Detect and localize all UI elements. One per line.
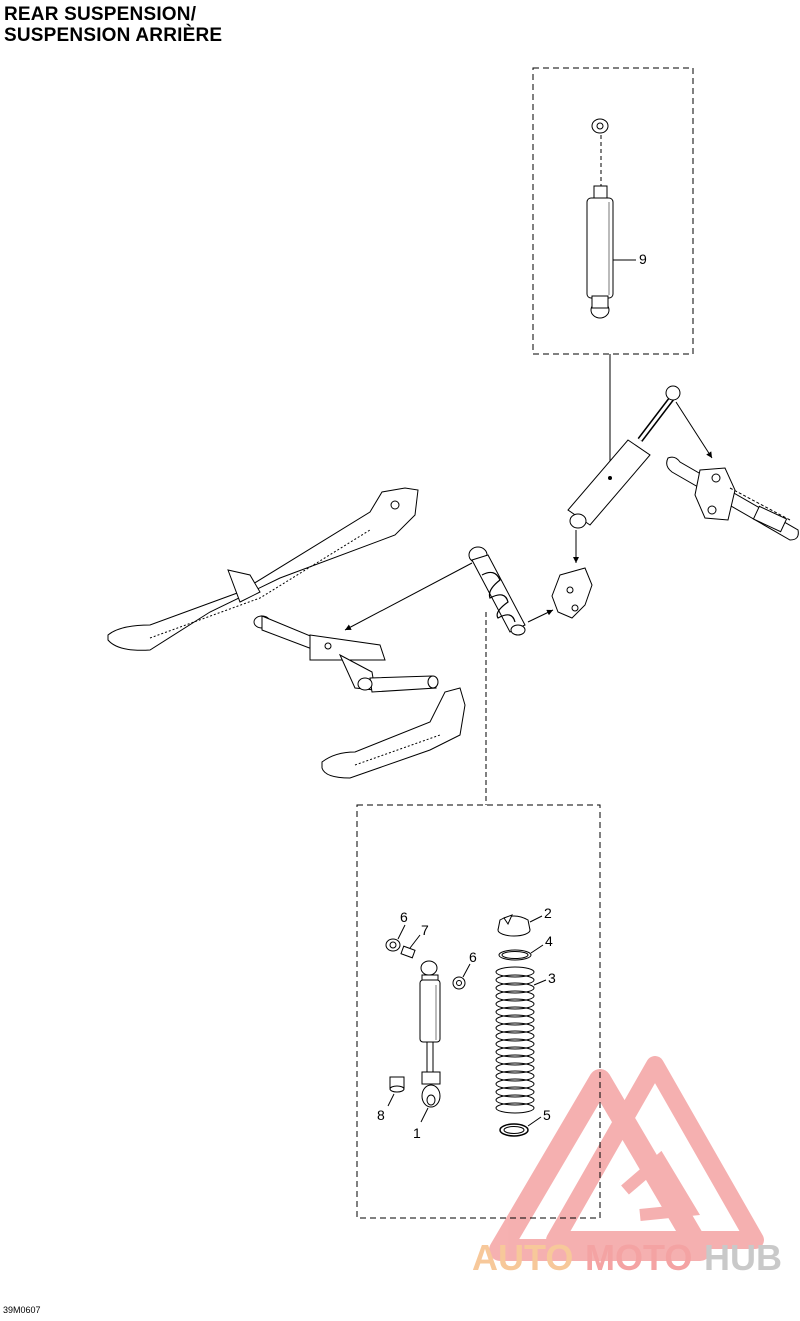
assembly-swing-arm <box>253 615 439 693</box>
assembly-slide-rail-upper <box>107 487 419 651</box>
part-washer-4 <box>498 944 544 961</box>
part-retainer-5 <box>499 1116 542 1137</box>
title-line-english: REAR SUSPENSION/ <box>4 4 197 25</box>
assembly-mount-bracket <box>551 567 593 619</box>
part-bushing-6b <box>452 963 471 990</box>
diagram-title: REAR SUSPENSION/ SUSPENSION ARRIÈRE <box>4 4 222 46</box>
callout-6-upper: 6 <box>400 909 408 925</box>
part-sleeve-7 <box>400 934 421 959</box>
callout-3: 3 <box>548 970 556 986</box>
arrow <box>527 609 554 623</box>
callout-4: 4 <box>545 933 553 949</box>
svg-text:HUB: HUB <box>704 1237 782 1278</box>
watermark-text: AUTO MOTO HUB <box>472 1237 782 1278</box>
part-spring-seat-2 <box>497 914 543 937</box>
assembly-rear-axle <box>666 456 799 541</box>
callout-5: 5 <box>543 1107 551 1123</box>
detail-box-bottom <box>356 804 601 1219</box>
callout-1: 1 <box>413 1125 421 1141</box>
title-line-french: SUSPENSION ARRIÈRE <box>4 25 223 46</box>
callout-6-right: 6 <box>469 949 477 965</box>
part-bushing-6a <box>385 924 406 952</box>
reference-code: 39M0607 <box>3 1305 41 1315</box>
arrow <box>675 401 713 459</box>
assembly-small-shock <box>567 385 681 529</box>
assembly-center-shock <box>468 546 526 636</box>
assembly-slide-rail-lower <box>321 687 466 779</box>
part-shock-1 <box>419 960 441 1123</box>
part-coil-spring-3 <box>495 966 547 1114</box>
detail-box-top <box>532 67 694 355</box>
svg-text:AUTO: AUTO <box>472 1237 573 1278</box>
arrow <box>344 562 473 631</box>
callout-9: 9 <box>639 251 647 267</box>
svg-text:MOTO: MOTO <box>585 1237 692 1278</box>
callout-7: 7 <box>421 922 429 938</box>
watermark-logo <box>489 1056 764 1261</box>
callout-8: 8 <box>377 1107 385 1123</box>
part-bushing-8 <box>387 1076 405 1107</box>
callout-2: 2 <box>544 905 552 921</box>
